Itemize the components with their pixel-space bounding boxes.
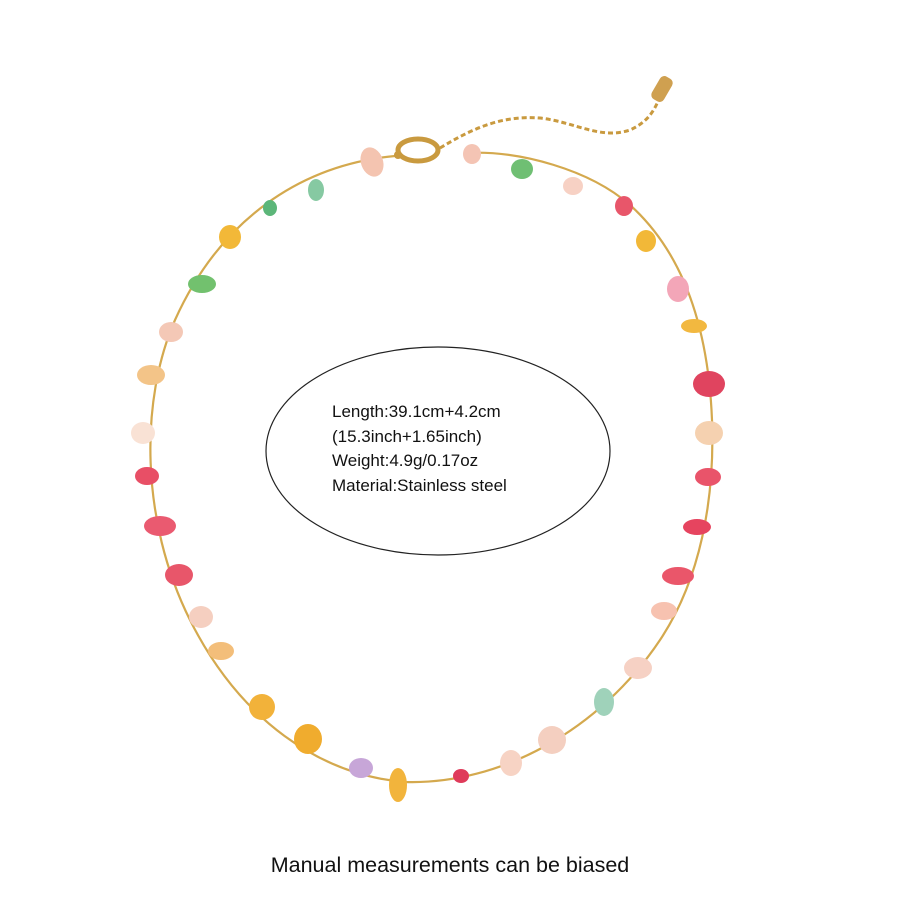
gem-chip: [693, 371, 725, 397]
spec-material: Material:Stainless steel: [332, 475, 507, 495]
gem-chip: [360, 147, 384, 177]
gem-chip: [667, 276, 689, 302]
gem-chip: [389, 768, 407, 802]
chain-end-tag: [651, 76, 673, 102]
gem-chip: [249, 694, 275, 720]
gem-chip: [594, 688, 614, 716]
gem-chip: [662, 567, 694, 585]
gem-chip: [500, 750, 522, 776]
gem-chip: [308, 179, 324, 201]
gem-chip: [563, 177, 583, 195]
gem-chip: [695, 421, 723, 445]
gem-chip: [135, 467, 159, 485]
extension-chain: [439, 95, 662, 150]
gem-chip: [159, 322, 183, 342]
gem-chip: [683, 519, 711, 535]
spec-callout-ellipse: [265, 346, 611, 556]
spec-list: Length:39.1cm+4.2cm (15.3inch+1.65inch) …: [332, 400, 572, 498]
gem-chip: [189, 606, 213, 628]
gem-chip: [349, 758, 373, 778]
gem-chip: [188, 275, 216, 293]
gem-chip: [615, 196, 633, 216]
disclaimer-caption: Manual measurements can be biased: [270, 853, 630, 877]
lobster-clasp: [394, 136, 441, 164]
gem-chip: [681, 319, 707, 333]
gem-chip: [131, 422, 155, 444]
spec-length-inch: (15.3inch+1.65inch): [332, 426, 482, 446]
gem-chip: [636, 230, 656, 252]
gem-chip: [695, 468, 721, 486]
gem-chip: [137, 365, 165, 385]
gem-chip: [511, 159, 533, 179]
gem-chip: [624, 657, 652, 679]
gem-chip: [453, 769, 469, 783]
spec-weight: Weight:4.9g/0.17oz: [332, 451, 479, 471]
gem-chip: [208, 642, 234, 660]
gem-chip: [294, 724, 322, 754]
gem-chip: [263, 200, 277, 216]
gem-chip: [144, 516, 176, 536]
spec-length: Length:39.1cm+4.2cm: [332, 402, 501, 421]
gem-chip: [463, 144, 481, 164]
gem-chip: [538, 726, 566, 754]
gem-chip: [651, 602, 677, 620]
gemstone-chips: [131, 144, 725, 802]
gem-chip: [165, 564, 193, 586]
gem-chip: [219, 225, 241, 249]
